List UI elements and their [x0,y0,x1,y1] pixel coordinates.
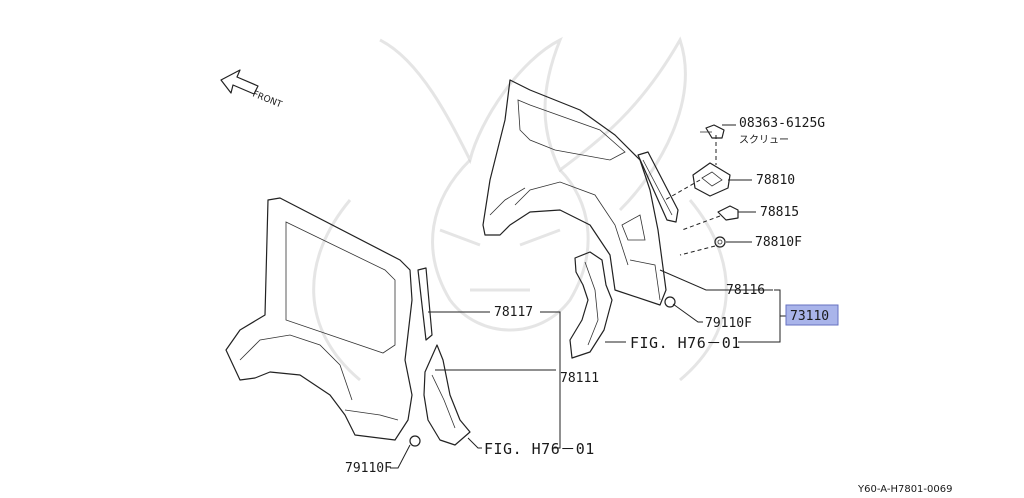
label-78111[interactable]: 78111 [560,371,599,386]
fuel-lid-78810-drawing [692,162,731,197]
front-label: FRONT [251,90,284,111]
grommet-78810F-drawing [714,236,726,248]
label-78810F[interactable]: 78810F [755,235,802,250]
upper-side-panel-drawing [482,79,667,359]
strip-78116-drawing [637,151,679,223]
highlight-box-73110[interactable] [785,304,839,326]
label-fig-upper[interactable]: FIG. H76－01 [630,334,741,352]
front-arrow-icon [220,69,259,95]
label-78810[interactable]: 78810 [756,173,795,188]
screw-icon [700,124,725,139]
label-screw-name: スクリュー [739,134,789,146]
grommet-79110F-lower-drawing [409,435,421,447]
grommet-79110F-upper-drawing [664,296,676,308]
diagram-code: Y60-A-H7801-0069 [857,484,952,495]
leader-lines [390,124,788,469]
lower-side-panel-drawing [225,197,471,446]
label-78117[interactable]: 78117 [494,305,533,320]
watermark-emblem [312,36,728,382]
label-fig-lower[interactable]: FIG. H76－01 [484,440,595,458]
hinge-78815-drawing [717,205,739,221]
label-79110F-lower[interactable]: 79110F [345,461,392,476]
label-78815[interactable]: 78815 [760,205,799,220]
label-73110[interactable]: 73110 [790,309,829,324]
label-79110F-upper[interactable]: 79110F [705,316,752,331]
label-08363-6125G[interactable]: 08363-6125G [739,116,825,131]
label-78116[interactable]: 78116 [726,283,765,298]
